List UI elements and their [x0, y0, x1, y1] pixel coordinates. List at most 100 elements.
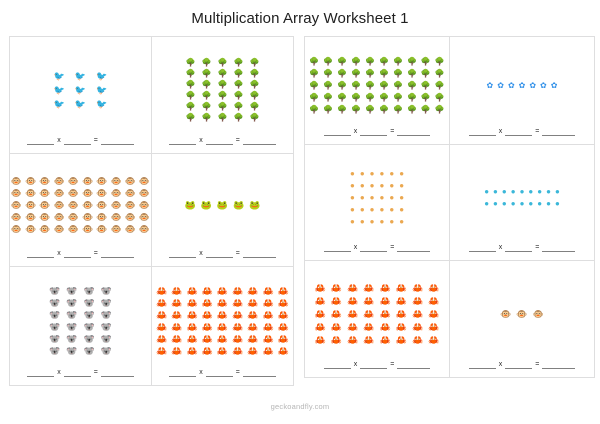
orange-ball-icon: ●	[359, 192, 365, 202]
factor-2-blank[interactable]	[63, 250, 91, 258]
product-blank[interactable]	[542, 361, 576, 369]
crab-icon: 🦀	[186, 345, 198, 356]
tree-icon: 🌳	[309, 80, 320, 90]
crab-icon: 🦀	[232, 333, 244, 344]
teal-ball-icon: ●	[501, 198, 507, 208]
tree-icon: 🌳	[351, 104, 362, 114]
crab-icon: 🦀	[379, 295, 391, 306]
flower-icon: ✿	[497, 80, 504, 90]
multiplication-array: 🐦🐦🐦🐦🐦🐦🐦🐦🐦	[54, 71, 108, 109]
tree-icon: 🌳	[201, 79, 212, 89]
equation-line: x=	[309, 128, 445, 138]
monkey-icon: 🐵	[110, 175, 122, 186]
tree-icon: 🌳	[217, 57, 228, 67]
monkey-icon: 🐵	[39, 199, 51, 210]
orange-ball-icon: ●	[359, 216, 365, 226]
factor-1-blank[interactable]	[27, 250, 55, 258]
teal-ball-icon: ●	[528, 186, 534, 196]
tree-icon: 🌳	[201, 57, 212, 67]
multiplication-array: 🐨🐨🐨🐨🐨🐨🐨🐨🐨🐨🐨🐨🐨🐨🐨🐨🐨🐨🐨🐨🐨🐨🐨🐨	[49, 285, 112, 356]
multiplication-array: ●●●●●●●●●●●●●●●●●●●●●●●●●●●●●●	[349, 168, 405, 226]
factor-1-blank[interactable]	[169, 137, 197, 145]
factor-2-blank[interactable]	[505, 361, 533, 369]
factor-2-blank[interactable]	[360, 361, 388, 369]
factor-1-blank[interactable]	[27, 369, 55, 377]
koala-icon: 🐨	[83, 309, 95, 320]
factor-1-blank[interactable]	[468, 128, 496, 136]
crab-icon: 🦀	[347, 308, 359, 319]
crab-icon: 🦀	[262, 321, 274, 332]
worksheet-row: 🐵🐵🐵🐵🐵🐵🐵🐵🐵🐵🐵🐵🐵🐵🐵🐵🐵🐵🐵🐵🐵🐵🐵🐵🐵🐵🐵🐵🐵🐵🐵🐵🐵🐵🐵🐵🐵🐵🐵🐵…	[9, 153, 294, 267]
factor-2-blank[interactable]	[360, 244, 388, 252]
factor-1-blank[interactable]	[169, 250, 197, 258]
monkey-icon: 🐵	[82, 211, 94, 222]
factor-1-blank[interactable]	[468, 244, 496, 252]
monkey-icon: 🐵	[110, 223, 122, 234]
koala-icon: 🐨	[83, 285, 95, 296]
factor-2-blank[interactable]	[63, 137, 91, 145]
factor-1-blank[interactable]	[323, 361, 351, 369]
factor-1-blank[interactable]	[468, 361, 496, 369]
tree-icon: 🌳	[351, 68, 362, 78]
tree-icon: 🌳	[434, 80, 445, 90]
equation-line: x=	[14, 369, 147, 379]
crab-icon: 🦀	[201, 321, 213, 332]
product-blank[interactable]	[397, 128, 431, 136]
orange-ball-icon: ●	[349, 216, 355, 226]
crab-icon: 🦀	[363, 308, 375, 319]
array-zone: ●●●●●●●●●●●●●●●●●●●●●●●●●●●●●●	[309, 151, 445, 244]
factor-1-blank[interactable]	[323, 244, 351, 252]
product-blank[interactable]	[242, 250, 276, 258]
crab-icon: 🦀	[428, 295, 440, 306]
factor-2-blank[interactable]	[205, 137, 233, 145]
crab-icon: 🦀	[247, 345, 259, 356]
orange-ball-icon: ●	[349, 180, 355, 190]
equation-line: x=	[14, 137, 147, 147]
product-blank[interactable]	[100, 137, 134, 145]
array-zone: 🐦🐦🐦🐦🐦🐦🐦🐦🐦	[14, 43, 147, 137]
equation-line: x=	[454, 244, 590, 254]
product-blank[interactable]	[242, 369, 276, 377]
factor-1-blank[interactable]	[169, 369, 197, 377]
array-problem-cell-11: 🦀🦀🦀🦀🦀🦀🦀🦀🦀🦀🦀🦀🦀🦀🦀🦀🦀🦀🦀🦀🦀🦀🦀🦀🦀🦀🦀🦀🦀🦀🦀🦀🦀🦀🦀🦀🦀🦀🦀🦀…	[305, 261, 449, 377]
orange-ball-icon: ●	[399, 192, 405, 202]
tree-icon: 🌳	[233, 90, 244, 100]
crab-icon: 🦀	[428, 321, 440, 332]
worksheet-row: 🦀🦀🦀🦀🦀🦀🦀🦀🦀🦀🦀🦀🦀🦀🦀🦀🦀🦀🦀🦀🦀🦀🦀🦀🦀🦀🦀🦀🦀🦀🦀🦀🦀🦀🦀🦀🦀🦀🦀🦀…	[304, 260, 595, 378]
tree-icon: 🌳	[309, 104, 320, 114]
monkey-icon: 🐵	[516, 308, 528, 319]
array-zone: 🐨🐨🐨🐨🐨🐨🐨🐨🐨🐨🐨🐨🐨🐨🐨🐨🐨🐨🐨🐨🐨🐨🐨🐨	[14, 273, 147, 369]
product-blank[interactable]	[542, 128, 576, 136]
product-blank[interactable]	[397, 244, 431, 252]
factor-2-blank[interactable]	[505, 128, 533, 136]
crab-icon: 🦀	[395, 334, 407, 345]
product-blank[interactable]	[242, 137, 276, 145]
koala-icon: 🐨	[83, 345, 95, 356]
crab-icon: 🦀	[232, 321, 244, 332]
crab-icon: 🦀	[330, 295, 343, 306]
tree-icon: 🌳	[233, 79, 244, 89]
array-problem-cell-6: 🦀🦀🦀🦀🦀🦀🦀🦀🦀🦀🦀🦀🦀🦀🦀🦀🦀🦀🦀🦀🦀🦀🦀🦀🦀🦀🦀🦀🦀🦀🦀🦀🦀🦀🦀🦀🦀🦀🦀🦀…	[152, 267, 293, 385]
factor-1-blank[interactable]	[27, 137, 55, 145]
tree-icon: 🌳	[420, 92, 431, 102]
tree-icon: 🌳	[365, 68, 375, 78]
factor-2-blank[interactable]	[63, 369, 91, 377]
tree-icon: 🌳	[420, 104, 431, 114]
crab-icon: 🦀	[247, 297, 259, 308]
flower-icon: ✿	[486, 80, 494, 90]
factor-2-blank[interactable]	[505, 244, 533, 252]
orange-ball-icon: ●	[389, 204, 395, 214]
factor-2-blank[interactable]	[205, 250, 233, 258]
orange-ball-icon: ●	[369, 168, 375, 178]
product-blank[interactable]	[542, 244, 576, 252]
factor-2-blank[interactable]	[360, 128, 388, 136]
crab-icon: 🦀	[395, 308, 407, 319]
koala-icon: 🐨	[66, 309, 78, 320]
tree-icon: 🌳	[434, 104, 445, 114]
factor-1-blank[interactable]	[323, 128, 351, 136]
product-blank[interactable]	[397, 361, 431, 369]
worksheet-row: ●●●●●●●●●●●●●●●●●●●●●●●●●●●●●●x=●●●●●●●●…	[304, 144, 595, 261]
factor-2-blank[interactable]	[205, 369, 233, 377]
product-blank[interactable]	[100, 369, 134, 377]
product-blank[interactable]	[100, 250, 134, 258]
